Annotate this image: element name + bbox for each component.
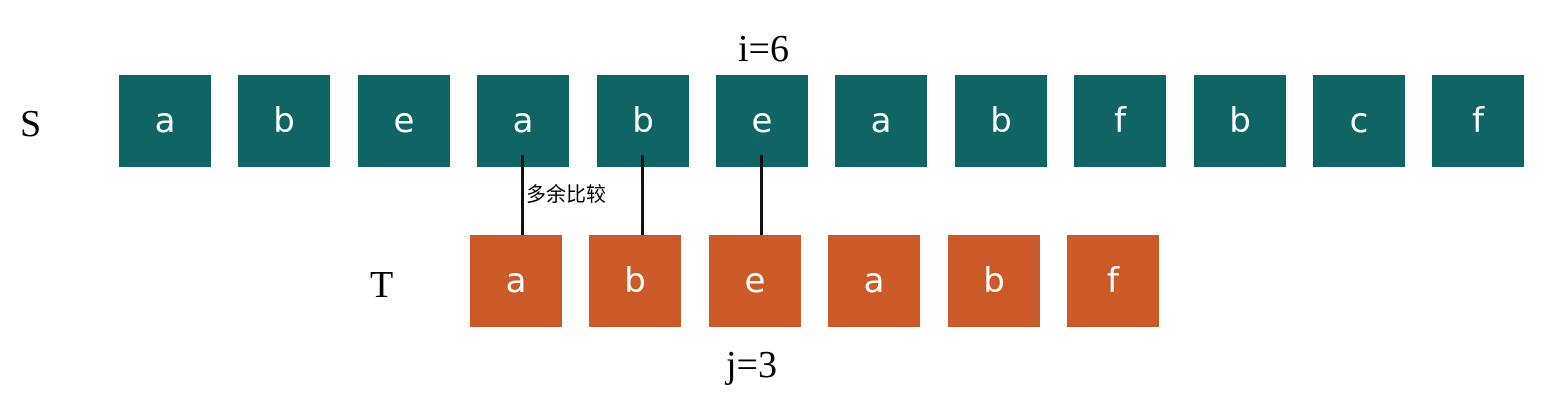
comparison-line — [641, 155, 644, 244]
redundant-comparison-note: 多余比较 — [526, 182, 606, 206]
s-char-cell: c — [1313, 75, 1405, 167]
s-char-cell: f — [1074, 75, 1166, 167]
t-char-cell: e — [709, 235, 801, 327]
t-char-cell: b — [948, 235, 1040, 327]
s-char-cell: b — [955, 75, 1047, 167]
s-char-cell: b — [238, 75, 330, 167]
t-string-label: T — [370, 264, 394, 306]
s-char-cell: b — [597, 75, 689, 167]
t-char-cell: f — [1067, 235, 1159, 327]
t-char-cell: b — [589, 235, 681, 327]
s-string-label: S — [20, 103, 42, 145]
s-char-cell: e — [716, 75, 808, 167]
s-char-cell: e — [358, 75, 450, 167]
s-char-cell: a — [835, 75, 927, 167]
t-char-cell: a — [828, 235, 920, 327]
t-char-cell: a — [470, 235, 562, 327]
s-char-cell: a — [119, 75, 211, 167]
s-char-cell: f — [1432, 75, 1524, 167]
comparison-line — [521, 155, 524, 244]
comparison-line — [760, 155, 763, 244]
s-char-cell: a — [477, 75, 569, 167]
s-char-cell: b — [1194, 75, 1286, 167]
j-indicator: j=3 — [726, 344, 777, 386]
i-indicator: i=6 — [738, 28, 789, 70]
